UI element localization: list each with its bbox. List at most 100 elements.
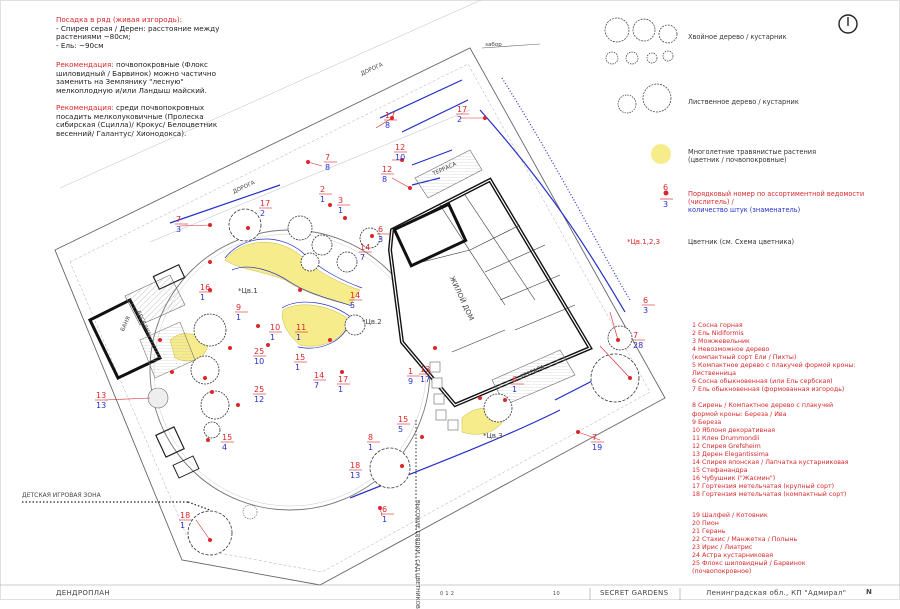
marker-count: 7 (360, 253, 365, 262)
marker-count: 1 (382, 515, 387, 524)
flowerbed-label: *Цв.1 (238, 287, 258, 295)
marker-count: 10 (395, 153, 405, 162)
note-bulbs-line: сибирская (Сцилла)/ Крокус/ Белоцветник (56, 120, 218, 130)
marker-number: 11 (296, 323, 306, 332)
marker-number: 6 (382, 505, 387, 514)
plant-list-item: 12 Спирея Grefsheim (692, 442, 761, 450)
plant-list-item: 2 Ель Nidiformis (692, 330, 744, 338)
plant-list-item: 13 Дерен Elegantissima (692, 450, 769, 458)
note-bulbs-line: весенний/ Галантус/ Хионодокса). (56, 128, 187, 138)
plant-list-item: 6 Сосна обыкновенная (или Ель сербская) (692, 378, 833, 386)
marker-count: 12 (254, 395, 264, 404)
marker-number: 13 (420, 365, 430, 374)
marker-count: 7 (314, 381, 319, 390)
marker-count: 8 (382, 175, 387, 184)
plant-list-item: 16 Чубушник ("Жасмин") (692, 474, 776, 482)
note-groundcover-line: мелкоплодную и/или Ландыш майский. (56, 85, 207, 95)
footer-lines (0, 584, 900, 600)
plant-list-item: 3 Можжевельник (692, 338, 750, 346)
legend-conifer: Хвойное дерево / кустарник (688, 33, 787, 41)
marker-number: 18 (180, 511, 190, 520)
legend-sample-denominator: 3 (663, 200, 669, 209)
marker-number: 6 (512, 375, 517, 384)
marker-count: 13 (96, 401, 106, 410)
marker-count: 2 (457, 115, 462, 124)
kids-zone-leader (22, 420, 417, 578)
site-boundary (54, 0, 666, 586)
marker-number: 6 (378, 225, 383, 234)
note-groundcover-line: почвопокровные (Флокс (113, 60, 208, 69)
note-hedge-heading: Посадка в ряд (живая изгородь): (56, 15, 183, 24)
marker-number: 15 (398, 415, 408, 424)
marker-number: 16 (200, 283, 210, 292)
note-bulbs-line: среди почвопокровных (113, 103, 205, 112)
banya-area (88, 263, 258, 520)
flowerbed-label: *Цв.2 (362, 318, 382, 326)
plant-list-item: 18 Гортензия метельчатая (компактный сор… (692, 490, 847, 498)
note-hedge-line: - Спирея серая / Дерен: расстояние между (56, 23, 220, 33)
plant-list-item: 17 Гортензия метельчатая (крупный сорт) (692, 482, 835, 490)
plant-list-item: 24 Астра кустарниковая (692, 552, 774, 560)
footer-north: N (866, 588, 873, 596)
plant-list-item: 14 Спирея японская / Лапчатка кустарнико… (692, 458, 849, 466)
marker-count: 1 (270, 333, 275, 342)
plant-list-item: 4 Невозможное дерево (692, 346, 770, 354)
marker-number: 17 (338, 375, 348, 384)
legend-order-number: Порядковый номер по ассортиментной ведом… (688, 190, 865, 198)
marker-count: 1 (512, 385, 517, 394)
marker-number: 14 (350, 291, 360, 300)
plant-list-item: формой кроны: Береза / Ива (692, 410, 787, 418)
house-plan (387, 149, 593, 408)
plant-list-item: 21 Герань (692, 528, 726, 536)
legend-order-number-sub: (числитель) / (688, 198, 734, 206)
plant-list-item: 19 Шалфей / Котовник (692, 512, 768, 519)
marker-number: 1 (408, 367, 413, 376)
marker-count: 3 (176, 225, 181, 234)
note-bulbs-heading: Рекомендация: (56, 103, 114, 112)
marker-count: 5 (398, 425, 403, 434)
scale-bar-end: 10 (553, 591, 560, 597)
legend-count: количество штук (знаменатель) (688, 206, 801, 214)
fence-label: забор (485, 42, 502, 48)
marker-number: 12 (382, 165, 392, 174)
scale-bar: 0 1 2 (440, 591, 455, 597)
marker-number: 9 (236, 303, 241, 312)
beds-label: ВЫСОКИЕ ГРЯДКИ / САД ЦВЕТНИКОВ (414, 500, 420, 609)
legend-deciduous: Лиственное дерево / кустарник (688, 98, 799, 106)
marker-leaders (104, 117, 631, 541)
footer-location: Ленинградская обл., КП "Адмирал" (706, 589, 847, 597)
marker-count: 1 (296, 333, 301, 342)
plant-list-item: 7 Ель обыкновенная (формованная изгородь… (692, 386, 845, 394)
marker-number: 7 (325, 153, 330, 162)
marker-count: 1 (320, 195, 325, 204)
marker-number: 25 (254, 347, 264, 356)
marker-number: 25 (254, 385, 264, 394)
plant-list-item: 8 Сирень / Компактное дерево с плакучей (692, 402, 834, 410)
plant-list-item: 23 Ирис / Лиатрис (692, 544, 753, 552)
plant-list-item: 25 Флокс шиловидный / Барвинок (692, 560, 806, 568)
marker-number: 8 (368, 433, 373, 442)
marker-number: 17 (385, 111, 395, 120)
marker-count: 1 (236, 313, 241, 322)
marker-number: 6 (643, 296, 648, 305)
marker-count: 1 (338, 206, 343, 215)
marker-count: 3 (378, 235, 383, 244)
marker-number: 7 (176, 215, 181, 224)
marker-number: 7 (633, 331, 638, 340)
plant-list-item: 22 Стахис / Манжетка / Полынь (692, 536, 798, 544)
plant-list-item: 11 Клен Drummondii (692, 434, 760, 442)
marker-number: 7 (592, 433, 597, 442)
marker-count: 10 (254, 357, 264, 366)
plant-list-item: 20 Пион (692, 520, 719, 528)
plant-list-item: (компактный сорт Ели / Пихты) (692, 354, 797, 362)
plant-list-item: 5 Компактное дерево с плакучей формой кр… (692, 362, 856, 370)
marker-number: 10 (270, 323, 280, 332)
marker-number: 15 (295, 353, 305, 362)
marker-number: 17 (260, 199, 270, 208)
note-groundcover: Рекомендация: почвопокровные (Флокс шило… (56, 60, 236, 95)
marker-count: 13 (350, 471, 360, 480)
north-arrow (838, 14, 858, 34)
